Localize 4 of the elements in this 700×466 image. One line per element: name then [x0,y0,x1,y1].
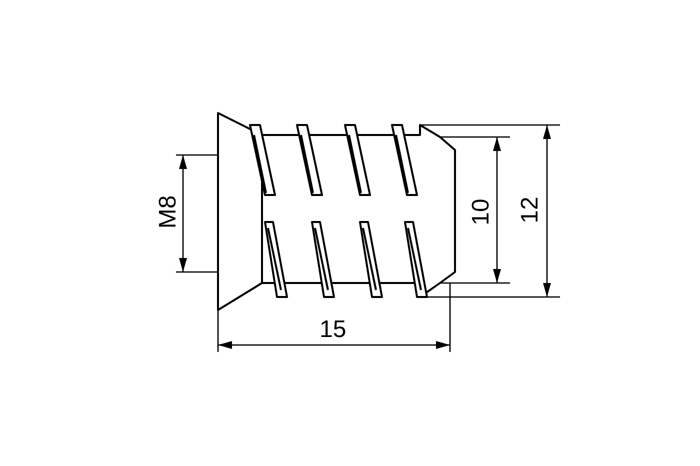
dimension-label: 15 [320,318,346,342]
dimension-label: 10 [468,198,493,226]
dimension-label: 12 [518,196,542,224]
dimension-label: M8 [156,195,180,229]
